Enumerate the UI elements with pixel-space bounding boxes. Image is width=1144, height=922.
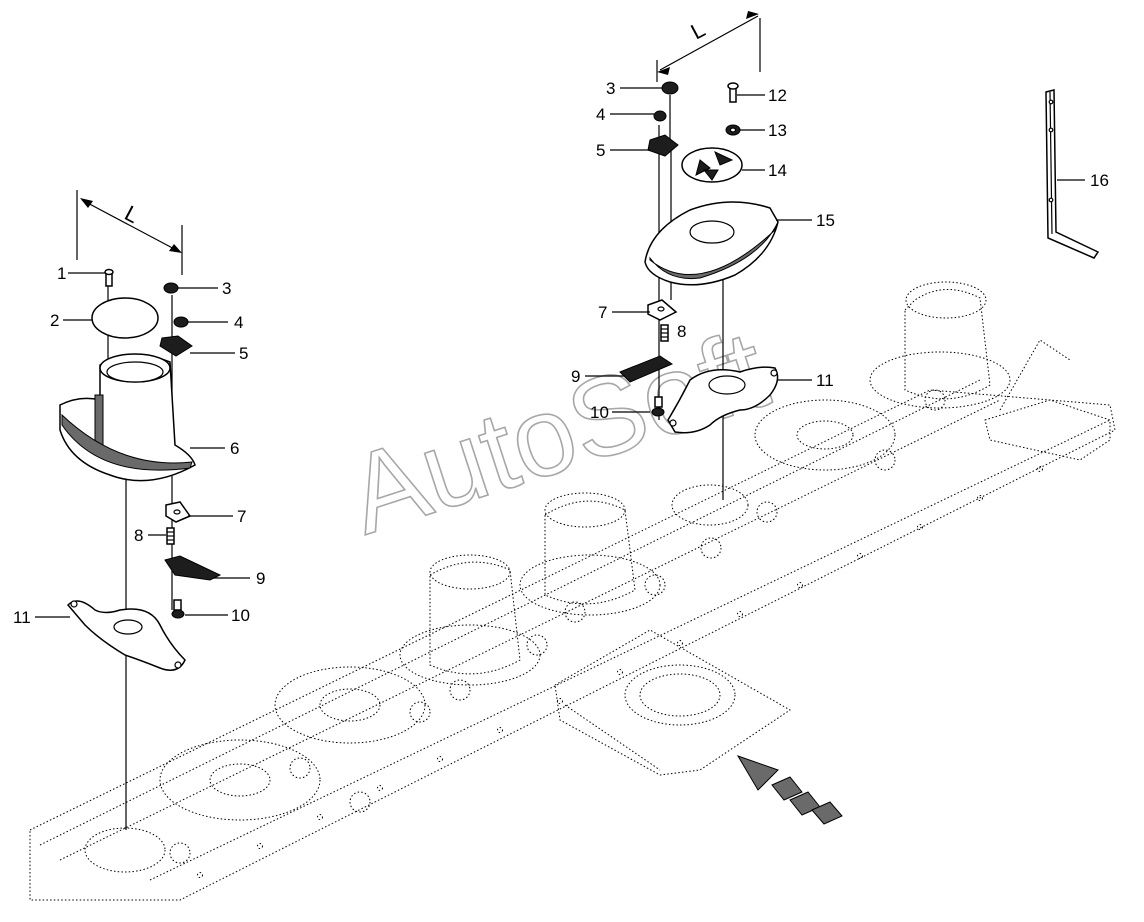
dimension-label-right: L [687,17,710,45]
callout-7-right: 7 [598,303,607,322]
callout-13: 13 [768,121,787,140]
callout-9: 9 [256,569,265,588]
callout-4-right: 4 [596,105,605,124]
callout-1: 1 [57,264,66,283]
bracket-16 [1045,89,1100,259]
callout-12: 12 [768,86,787,105]
callout-numbers: 1 2 3 4 5 6 7 8 9 10 11 3 4 5 7 8 9 10 1… [13,79,1109,627]
dimension-label-left: L [121,200,144,228]
callout-16: 16 [1090,171,1109,190]
callout-8: 8 [134,526,143,545]
callout-10: 10 [231,606,250,625]
disc-carrier-right [667,366,779,434]
travel-direction-arrow [736,755,843,825]
callout-2: 2 [50,311,59,330]
callout-14: 14 [768,161,787,180]
watermark: AutoSoft [334,306,781,558]
callout-10-right: 10 [590,403,609,422]
callout-3: 3 [222,279,231,298]
callout-5-right: 5 [596,141,605,160]
callout-5: 5 [239,344,248,363]
callout-9-right: 9 [571,367,580,386]
callout-11: 11 [13,608,31,627]
callout-15: 15 [816,211,835,230]
callout-6: 6 [230,439,239,458]
callout-leaders [35,87,1085,618]
callout-8-right: 8 [677,322,686,341]
callout-3-right: 3 [606,79,615,98]
left-assembly: L [59,190,222,830]
callout-7: 7 [237,507,246,526]
right-assembly: L [619,11,779,500]
callout-4: 4 [234,313,243,332]
callout-11-right: 11 [816,371,834,390]
cover-plate [91,297,159,339]
disc-carrier-left [66,600,186,671]
cutter-bar [29,281,1116,901]
